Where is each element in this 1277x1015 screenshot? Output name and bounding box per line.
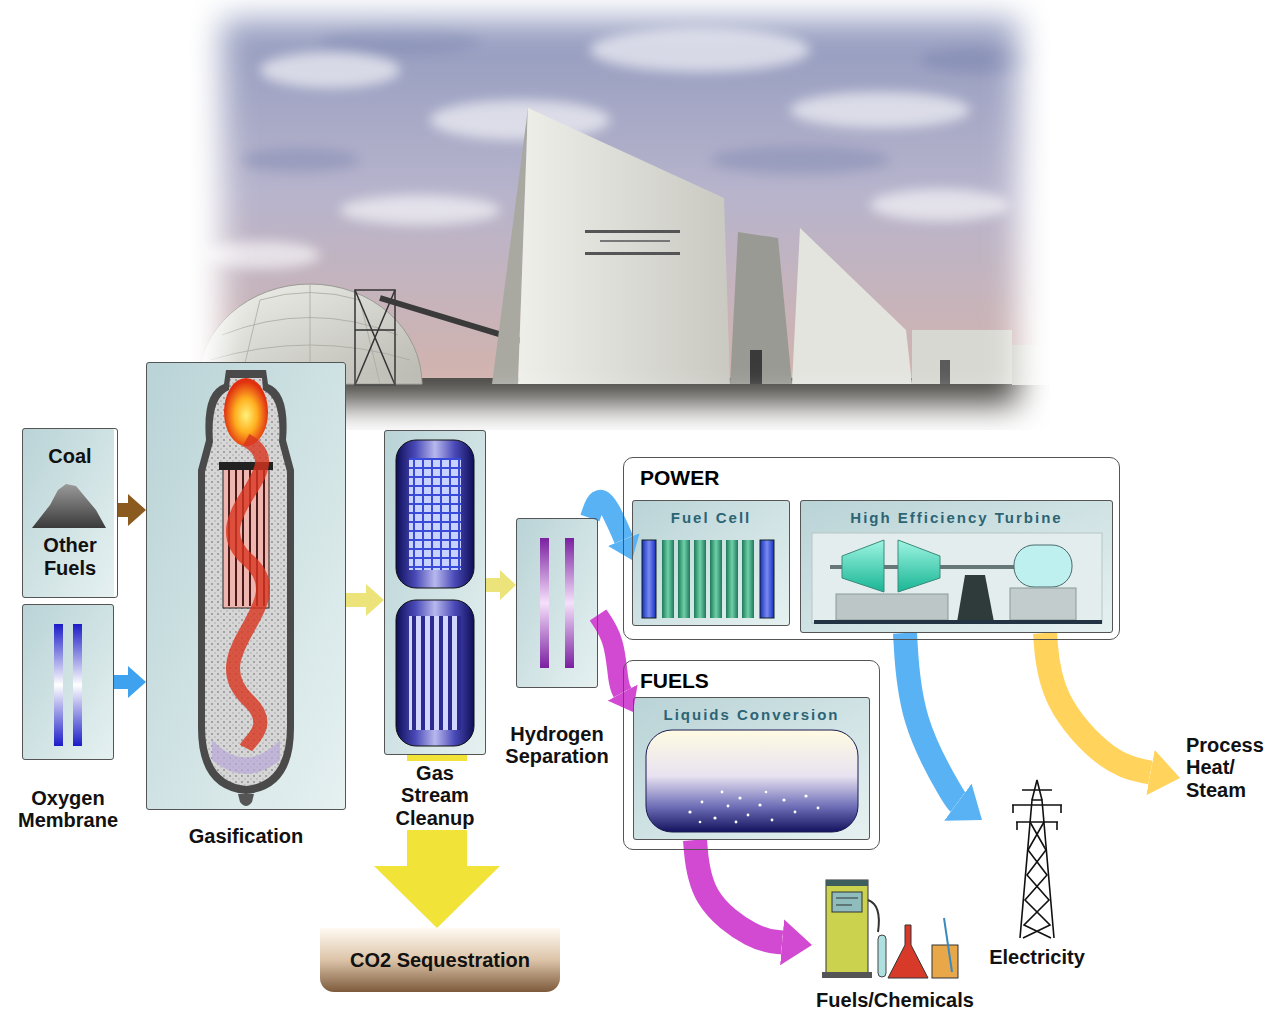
flow-arrow	[695, 840, 782, 942]
flow-arrow	[598, 615, 623, 693]
transmission-tower	[1012, 780, 1062, 938]
turbine-art	[800, 500, 1113, 633]
box-caption: Hydrogen Separation	[497, 723, 617, 768]
gasifier-box: Gasification	[146, 362, 346, 810]
cleanup-art	[384, 430, 486, 755]
sequestration-box: CO2 Sequestration	[320, 928, 560, 992]
box-label: Fuel Cell	[671, 510, 752, 527]
flow-arrow	[114, 675, 128, 689]
fuel-input-box: CoalOther Fuels	[22, 428, 118, 598]
box-label: Coal	[48, 445, 91, 467]
separator-box: Hydrogen Separation	[516, 518, 598, 688]
box-label: POWER	[640, 466, 719, 490]
fuel-input-art	[22, 428, 114, 598]
fuel-cell-art	[632, 500, 790, 626]
fuel-cell-box: Fuel Cell	[632, 500, 790, 626]
process-heat-label: Process Heat/ Steam	[1180, 732, 1276, 812]
pump-and-flasks	[822, 880, 958, 978]
gasifier-art	[146, 362, 346, 810]
flow-arrow	[590, 500, 624, 540]
box-label: Electricity	[989, 946, 1085, 968]
oxygen-membrane-art	[22, 604, 114, 760]
box-label: Liquids Conversion	[663, 707, 839, 724]
flow-arrow	[346, 593, 366, 607]
box-label: FUELS	[640, 669, 709, 693]
power-group: POWER Fuel Cell High Efficiency Turbine	[623, 457, 1120, 640]
box-caption: Oxygen Membrane	[6, 787, 130, 832]
flow-arrow	[486, 578, 500, 592]
box-label: CO2 Sequestration	[350, 949, 530, 971]
flow-arrow	[118, 503, 128, 517]
box-caption: Gasification	[161, 825, 331, 847]
fuels-group: FUELS Liquids Conversion	[623, 660, 880, 850]
cleanup-box: Gas Stream Cleanup	[384, 430, 486, 755]
turbine-box: High Efficiency Turbine	[800, 500, 1113, 633]
box-label: Other Fuels	[25, 534, 115, 579]
hydrogen-membrane-art	[516, 518, 598, 688]
liquids-tank-art	[633, 697, 870, 840]
flow-arrow	[1045, 633, 1151, 773]
membrane-box: Oxygen Membrane	[22, 604, 114, 760]
fuels-chemicals-icon: Fuels/Chemicals	[812, 866, 978, 1011]
liquids-box: Liquids Conversion	[633, 697, 870, 840]
box-label: Process Heat/ Steam	[1186, 734, 1276, 801]
electricity-icon: Electricity	[982, 765, 1092, 970]
flow-arrow	[905, 633, 958, 802]
box-caption: Gas Stream Cleanup	[386, 761, 484, 830]
box-label: Fuels/Chemicals	[816, 989, 974, 1011]
box-label: High Efficiency Turbine	[850, 510, 1062, 527]
